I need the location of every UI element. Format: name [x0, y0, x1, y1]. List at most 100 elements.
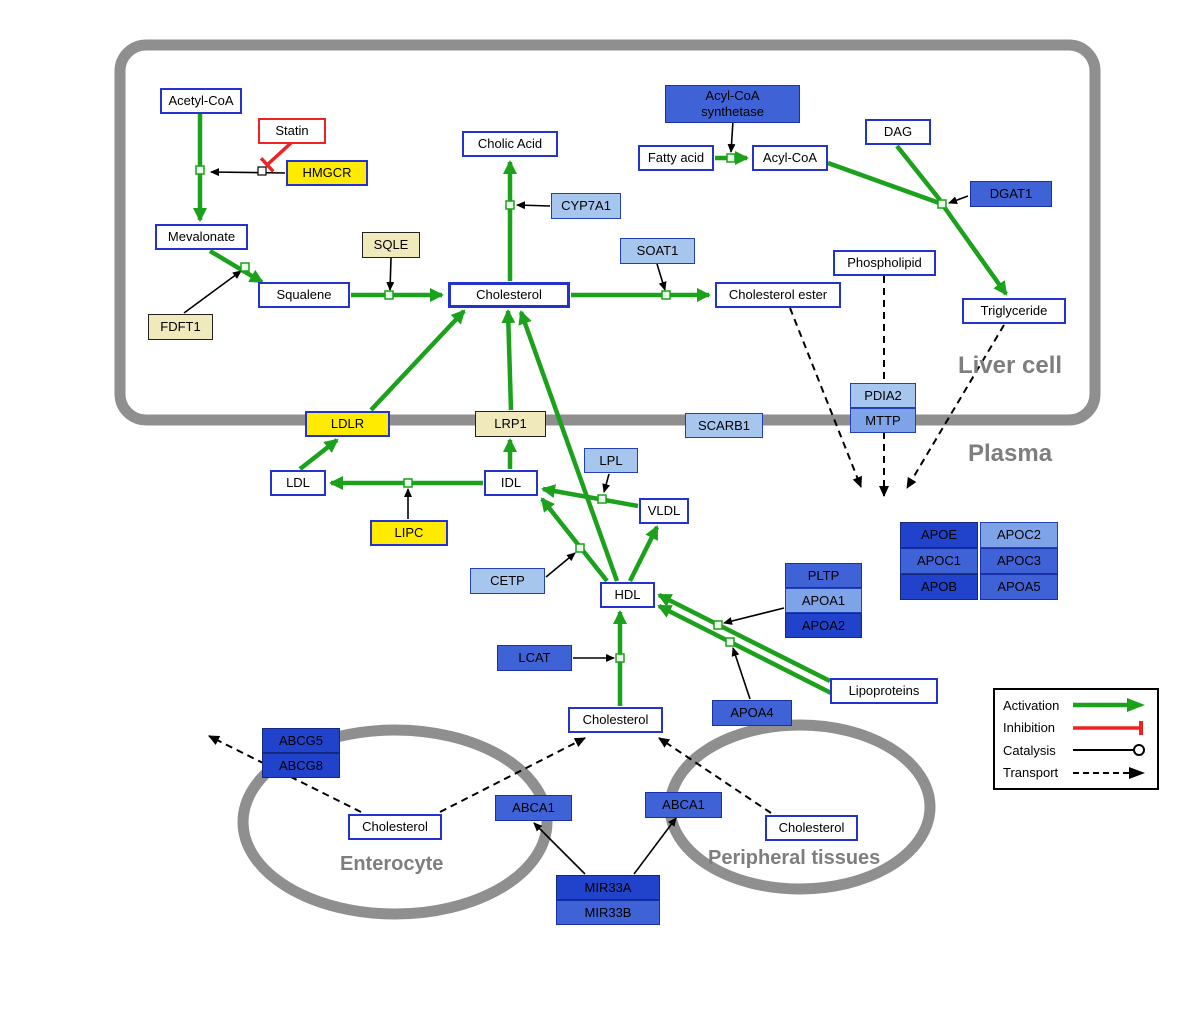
node-lpl[interactable]: LPL — [584, 448, 638, 473]
node-abca1-enterocyte[interactable]: ABCA1 — [495, 795, 572, 821]
edge-peripheral-to-plasma-cholesterol — [658, 737, 772, 814]
inhibition-tbar-icon — [1073, 720, 1143, 735]
node-apoa5[interactable]: APOA5 — [980, 574, 1058, 600]
node-lrp1[interactable]: LRP1 — [475, 411, 546, 437]
edge-ldlr-cholesterol — [369, 309, 466, 412]
edge-hmgcr-catalysis — [210, 168, 286, 177]
node-ldl[interactable]: LDL — [270, 470, 326, 496]
node-apoc3[interactable]: APOC3 — [980, 548, 1058, 574]
node-pdia2[interactable]: PDIA2 — [850, 383, 916, 408]
catalysis-circle-icon — [1073, 744, 1145, 757]
node-cholesterol-plasma[interactable]: Cholesterol — [568, 707, 663, 733]
node-cyp7a1[interactable]: CYP7A1 — [551, 193, 621, 219]
node-apoa2[interactable]: APOA2 — [785, 613, 862, 638]
legend-row-catalysis: Catalysis — [1003, 740, 1149, 760]
edge-soat1-catalysis — [656, 263, 667, 291]
enterocyte-membrane — [237, 724, 553, 920]
node-apoa4[interactable]: APOA4 — [712, 700, 792, 726]
peripheral-tissues-label: Peripheral tissues — [708, 847, 881, 869]
node-statin[interactable]: Statin — [258, 118, 326, 144]
node-cholesterol-liver[interactable]: Cholesterol — [448, 282, 570, 308]
node-acyl-coa-synthetase[interactable]: Acyl-CoA synthetase — [665, 85, 800, 123]
node-cholesterol-ester[interactable]: Cholesterol ester — [715, 282, 841, 308]
edge-statin-inhibits-hmgcr — [259, 141, 293, 173]
node-mir33a[interactable]: MIR33A — [556, 875, 660, 900]
node-lipoproteins[interactable]: Lipoproteins — [830, 678, 938, 704]
liver-cell-label: Liver cell — [958, 352, 1063, 379]
node-apoe[interactable]: APOE — [900, 522, 978, 548]
node-abcg8[interactable]: ABCG8 — [262, 753, 340, 778]
node-triglyceride[interactable]: Triglyceride — [962, 298, 1066, 324]
legend-row-inhibition: Inhibition — [1003, 718, 1149, 738]
node-abca1-peripheral[interactable]: ABCA1 — [645, 792, 722, 818]
node-fdft1[interactable]: FDFT1 — [148, 314, 213, 340]
node-mir33b[interactable]: MIR33B — [556, 900, 660, 925]
compartment-shapes — [114, 39, 1101, 920]
node-cetp[interactable]: CETP — [470, 568, 545, 594]
edge-mir33-abca1-right — [633, 817, 677, 875]
inhibition-edges — [259, 141, 293, 173]
node-mttp[interactable]: MTTP — [850, 408, 916, 433]
edge-enterocyte-to-plasma-cholesterol — [439, 737, 586, 813]
node-acetyl-coa[interactable]: Acetyl-CoA — [160, 88, 242, 114]
enterocyte-label: Enterocyte — [340, 853, 444, 875]
edge-apoa-group-link — [723, 607, 785, 625]
edge-acylcoa-junction — [827, 160, 943, 207]
edge-cholesterolester-transport — [789, 307, 862, 488]
node-vldl[interactable]: VLDL — [639, 498, 689, 524]
edge-sqle-catalysis — [386, 257, 395, 291]
edge-lpl-catalysis — [602, 473, 610, 493]
activation-arrow-icon — [1073, 698, 1145, 713]
node-scarb1[interactable]: SCARB1 — [685, 413, 763, 438]
edge-ldl-ldlr — [298, 438, 339, 471]
edge-hdl-idl — [540, 497, 609, 583]
node-hdl[interactable]: HDL — [600, 582, 655, 608]
edge-cetp-catalysis — [545, 552, 576, 578]
node-acyl-coa[interactable]: Acyl-CoA — [752, 145, 828, 171]
node-cholic-acid[interactable]: Cholic Acid — [462, 131, 558, 157]
legend-activation-label: Activation — [1003, 697, 1060, 713]
node-apoc1[interactable]: APOC1 — [900, 548, 978, 574]
legend-inhibition-label: Inhibition — [1003, 720, 1056, 736]
edge-cyp7a1-catalysis — [516, 201, 551, 210]
node-pltp[interactable]: PLTP — [785, 563, 862, 588]
node-dag[interactable]: DAG — [865, 119, 931, 145]
edge-fdft1-catalysis — [183, 270, 242, 314]
edge-apoa4-link — [731, 647, 751, 700]
edge-junction-triglyceride — [940, 202, 1008, 296]
node-abcg5[interactable]: ABCG5 — [262, 728, 340, 753]
activation-edges — [193, 114, 1008, 706]
legend-transport-label: Transport — [1003, 765, 1059, 781]
node-idl[interactable]: IDL — [484, 470, 538, 496]
node-mevalonate[interactable]: Mevalonate — [155, 224, 248, 250]
node-cholesterol-peripheral[interactable]: Cholesterol — [765, 815, 858, 841]
legend: Activation Inhibition Catalysis Transpor… — [993, 688, 1159, 790]
edge-hdl-cholesterol-liver — [518, 310, 620, 582]
edge-acylcoasynthetase-catalysis — [727, 120, 736, 153]
node-apoc2[interactable]: APOC2 — [980, 522, 1058, 548]
node-ldlr[interactable]: LDLR — [305, 411, 390, 437]
node-phospholipid[interactable]: Phospholipid — [833, 250, 936, 276]
legend-catalysis-label: Catalysis — [1003, 742, 1056, 758]
node-lcat[interactable]: LCAT — [497, 645, 572, 671]
liver-cell-membrane — [114, 39, 1101, 426]
edge-triglyceride-transport — [906, 324, 1005, 489]
node-cholesterol-enterocyte[interactable]: Cholesterol — [348, 814, 442, 840]
node-lipc[interactable]: LIPC — [370, 520, 448, 546]
node-sqle[interactable]: SQLE — [362, 232, 420, 258]
edge-lipoproteins-hdl-2 — [657, 603, 841, 700]
plasma-label: Plasma — [968, 440, 1053, 467]
node-apoa1[interactable]: APOA1 — [785, 588, 862, 613]
node-soat1[interactable]: SOAT1 — [620, 238, 695, 264]
edge-lipoproteins-hdl-1 — [657, 592, 832, 684]
node-squalene[interactable]: Squalene — [258, 282, 350, 308]
node-fatty-acid[interactable]: Fatty acid — [638, 145, 714, 171]
edge-mevalonate-squalene — [208, 249, 264, 284]
edge-lrp1-cholesterol — [501, 309, 516, 411]
node-apob[interactable]: APOB — [900, 574, 978, 600]
catalysis-edges — [183, 120, 969, 875]
transport-dashed-arrow-icon — [1073, 766, 1145, 779]
node-hmgcr[interactable]: HMGCR — [286, 160, 368, 186]
node-dgat1[interactable]: DGAT1 — [970, 181, 1052, 207]
